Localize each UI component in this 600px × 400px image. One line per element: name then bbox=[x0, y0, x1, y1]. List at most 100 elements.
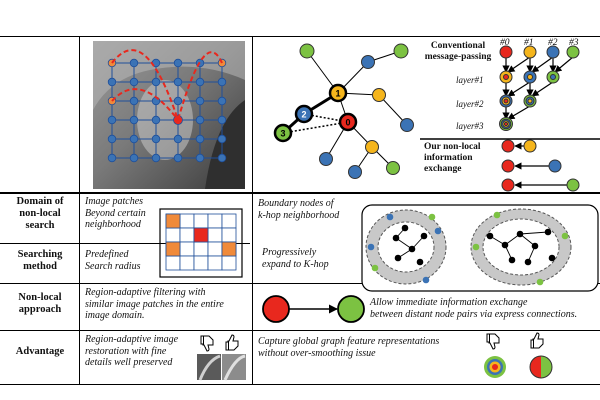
thumbnail-detail-1 bbox=[198, 354, 221, 381]
graph-node-blue-left bbox=[319, 152, 333, 166]
thumbs-up-icon bbox=[225, 334, 239, 351]
image-advantage-line-2: restoration with fine bbox=[85, 345, 167, 357]
graph-node-3 bbox=[273, 123, 293, 143]
image-approach-line-1: Region-adaptive filtering with bbox=[85, 287, 206, 298]
graph-approach-text: Allow immediate information exchange bet… bbox=[370, 297, 577, 320]
express-connection bbox=[262, 295, 365, 323]
row-label-domain-1: Domain of bbox=[16, 196, 64, 207]
row-rule-3 bbox=[0, 330, 600, 331]
graph-node-yellow-right bbox=[372, 88, 386, 102]
express-target-node bbox=[337, 295, 365, 323]
graph-domain-text: Boundary nodes of k-hop neighborhood bbox=[258, 198, 339, 221]
pixel-nodes bbox=[107, 58, 227, 163]
graph-node-blue-top bbox=[361, 55, 375, 69]
message-passing-tree bbox=[502, 56, 574, 120]
row-label-searching: Searching method bbox=[2, 249, 78, 273]
image-advantage-line-1: Region-adaptive image bbox=[85, 334, 179, 345]
nonlocal-title-1: Our non-local bbox=[424, 142, 481, 152]
hop-label-3: #3 bbox=[569, 38, 579, 48]
image-search-line-1: Predefined bbox=[85, 249, 129, 260]
graph-node-0-label: 0 bbox=[345, 118, 350, 128]
thumbs-up-icon-graph bbox=[530, 332, 544, 349]
image-search-text: Predefined Search radius bbox=[85, 249, 140, 272]
photo-hat-shape bbox=[93, 41, 245, 110]
header-rule bbox=[0, 192, 600, 194]
graph-node-yellow-mid bbox=[365, 140, 379, 154]
graph-node-2-label: 2 bbox=[301, 110, 306, 120]
nonlocal-title-2: information bbox=[424, 153, 473, 163]
khop-neighborhood-right bbox=[470, 208, 572, 286]
row-label-advantage: Advantage bbox=[2, 346, 78, 358]
image-advantage-line-3: details well preserved bbox=[85, 357, 173, 368]
graph-node-green-bottom bbox=[386, 161, 400, 175]
mixed-feature-node bbox=[529, 355, 553, 379]
graph-node-1 bbox=[328, 83, 348, 103]
bottom-rule bbox=[0, 384, 600, 385]
graph-node-blue-right bbox=[400, 118, 414, 132]
search-window-frame bbox=[159, 208, 243, 278]
hop-label-1: #1 bbox=[524, 38, 534, 48]
image-domain-line-2: Beyond certain bbox=[85, 207, 146, 219]
row-label-approach-1: Non-local bbox=[18, 292, 62, 303]
row-rule-2 bbox=[0, 283, 600, 284]
graph-approach-line-2: between distant node pairs via express c… bbox=[370, 308, 578, 320]
graph-node-2 bbox=[294, 104, 314, 124]
top-rule bbox=[0, 36, 600, 37]
graph-node-3-label: 3 bbox=[280, 129, 285, 139]
row-rule-1 bbox=[0, 243, 250, 244]
graph-node-0 bbox=[338, 112, 358, 132]
graph-node-green-top bbox=[299, 43, 315, 59]
nonlocal-arcs bbox=[111, 49, 223, 121]
row-label-approach-2: approach bbox=[18, 304, 62, 315]
hop-label-2: #2 bbox=[548, 38, 558, 48]
row-label-advantage-1: Advantage bbox=[15, 346, 65, 357]
nonlocal-exchange-title: Our non-local information exchange bbox=[424, 142, 494, 175]
image-approach-text: Region-adaptive filtering with similar i… bbox=[85, 287, 224, 322]
graph-domain-line-1: Boundary nodes of bbox=[258, 198, 334, 209]
layer-label-2: layer#2 bbox=[456, 99, 484, 109]
image-advantage-text: Region-adaptive image restoration with f… bbox=[85, 334, 178, 369]
example-graph: 1 2 3 0 bbox=[273, 43, 414, 179]
message-passing-title-1: Conventional bbox=[430, 41, 486, 51]
graph-search-line-1: Progressively bbox=[262, 247, 317, 258]
message-passing-nodes bbox=[499, 45, 580, 131]
image-domain-line-3: neighborhood bbox=[85, 219, 141, 230]
hop-label-0: #0 bbox=[500, 38, 510, 48]
image-domain-text: Image patches Beyond certain neighborhoo… bbox=[85, 196, 146, 231]
thumbnail-detail-2 bbox=[223, 354, 246, 381]
graph-node-1-label: 1 bbox=[335, 89, 340, 99]
row-label-domain-2: non-local bbox=[19, 208, 61, 219]
graph-search-text: Progressively expand to K-hop bbox=[262, 247, 329, 270]
graph-search-line-2: expand to K-hop bbox=[262, 258, 329, 270]
graph-advantage-text: Capture global graph feature representat… bbox=[258, 336, 439, 359]
thumbs-down-icon-graph bbox=[486, 333, 500, 350]
nonlocal-title-3: exchange bbox=[424, 164, 462, 174]
graph-domain-line-2: k-hop neighborhood bbox=[258, 209, 340, 221]
image-domain-line-1: Image patches bbox=[85, 196, 144, 207]
graph-node-green-right bbox=[393, 43, 409, 59]
image-search-line-2: Search radius bbox=[85, 260, 141, 272]
layer-label-1: layer#1 bbox=[456, 75, 484, 85]
search-window-cells bbox=[165, 213, 237, 257]
express-source-node bbox=[262, 295, 290, 323]
graph-advantage-line-2: without over-smoothing issue bbox=[258, 347, 376, 359]
thumbs-down-icon bbox=[200, 335, 214, 352]
image-approach-line-2: similar image patches in the entire bbox=[85, 298, 224, 310]
graph-node-blue-bottom bbox=[348, 165, 362, 179]
oversmoothed-node bbox=[484, 356, 506, 378]
nonlocal-exchange-diagram bbox=[501, 139, 580, 192]
layer-label-3: layer#3 bbox=[456, 121, 484, 131]
graph-advantage-line-1: Capture global graph feature representat… bbox=[258, 336, 440, 347]
row-label-searching-1: Searching bbox=[17, 249, 63, 260]
khop-neighborhood-left bbox=[365, 209, 447, 285]
col-rule-2 bbox=[252, 36, 253, 384]
row-label-domain-3: search bbox=[25, 220, 55, 231]
image-approach-line-3: image domain. bbox=[85, 310, 145, 321]
message-passing-title: Conventional message-passing bbox=[416, 41, 500, 63]
col-rule-1 bbox=[79, 36, 80, 384]
graph-approach-line-1: Allow immediate information exchange bbox=[370, 297, 528, 308]
row-label-approach: Non-local approach bbox=[2, 292, 78, 316]
message-passing-title-2: message-passing bbox=[424, 52, 492, 62]
